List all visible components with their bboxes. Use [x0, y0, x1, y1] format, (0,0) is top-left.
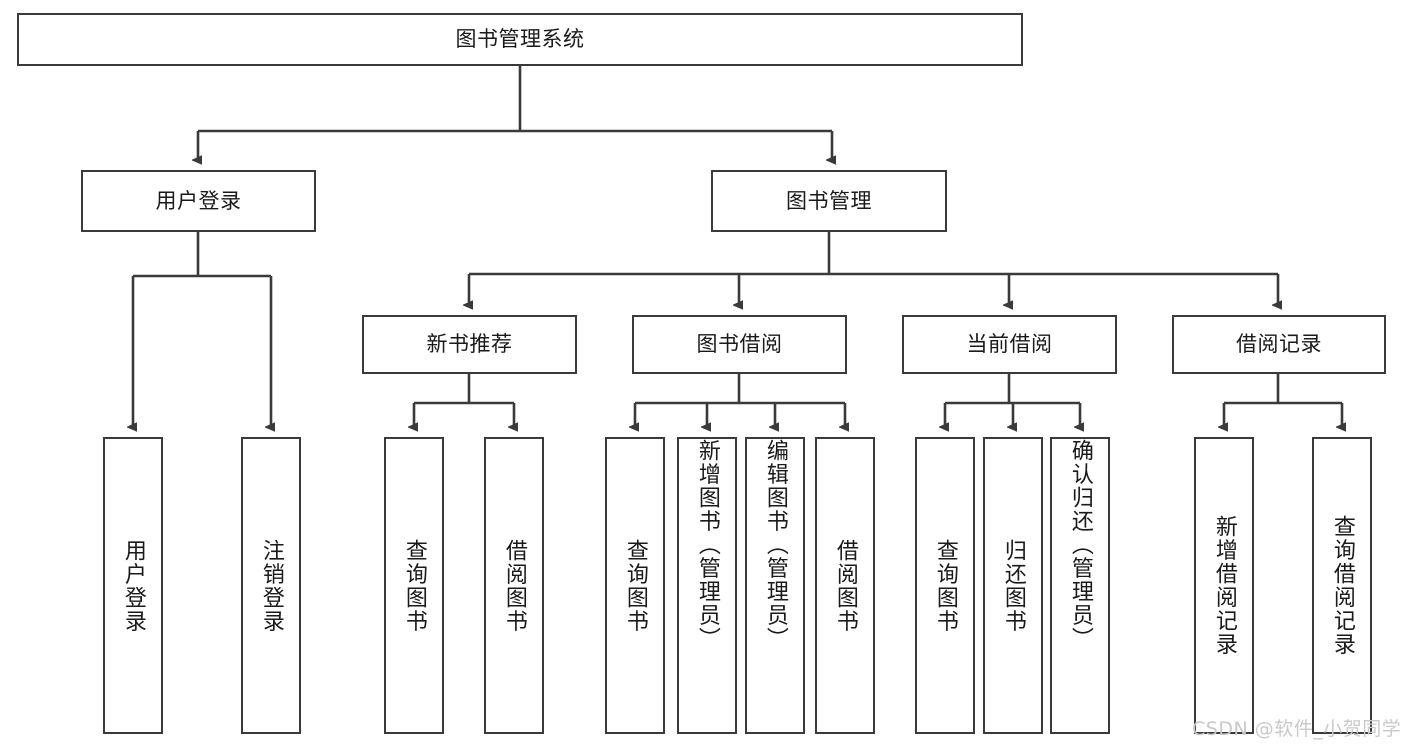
csdn-watermark: CSDN @软件_小贺同学: [1192, 714, 1401, 741]
leaf-borrow-book[interactable]: 借阅图书: [815, 437, 875, 734]
leaf-confirm-return-admin[interactable]: 确认归还（管理员）: [1050, 437, 1110, 734]
node-label: 用户登录: [120, 538, 146, 633]
node-label: 注销登录: [258, 538, 284, 633]
node-label: 查询借阅记录: [1329, 515, 1355, 656]
node-borrow-record[interactable]: 借阅记录: [1172, 315, 1386, 374]
node-label: 编辑图书（管理员）: [762, 439, 788, 651]
leaf-add-book-admin[interactable]: 新增图书（管理员）: [677, 437, 737, 734]
node-root-system[interactable]: 图书管理系统: [17, 13, 1023, 66]
node-book-management[interactable]: 图书管理: [711, 170, 947, 232]
leaf-query-book-recommend[interactable]: 查询图书: [384, 437, 444, 734]
node-label: 借阅记录: [1236, 332, 1322, 356]
node-label: 查询图书: [622, 538, 648, 633]
node-book-borrow[interactable]: 图书借阅: [632, 315, 847, 374]
leaf-logout[interactable]: 注销登录: [241, 437, 301, 734]
node-label: 归还图书: [1000, 538, 1026, 633]
leaf-add-borrow-record[interactable]: 新增借阅记录: [1194, 437, 1254, 734]
node-label: 当前借阅: [966, 332, 1053, 356]
leaf-user-login[interactable]: 用户登录: [103, 437, 163, 734]
node-label: 图书管理系统: [455, 27, 585, 51]
node-label: 确认归还（管理员）: [1067, 439, 1093, 651]
leaf-query-book-borrow[interactable]: 查询图书: [605, 437, 665, 734]
leaf-query-borrow-record[interactable]: 查询借阅记录: [1312, 437, 1372, 734]
leaf-return-book[interactable]: 归还图书: [983, 437, 1043, 734]
node-label: 用户登录: [155, 188, 242, 213]
node-label: 查询图书: [932, 538, 958, 633]
watermark-text: CSDN @软件_小贺同学: [1192, 718, 1402, 740]
leaf-query-book-current[interactable]: 查询图书: [915, 437, 975, 734]
node-label: 图书管理: [786, 188, 872, 213]
leaf-edit-book-admin[interactable]: 编辑图书（管理员）: [745, 437, 805, 734]
node-user-login[interactable]: 用户登录: [81, 170, 316, 232]
node-label: 图书借阅: [696, 332, 783, 356]
node-current-borrow[interactable]: 当前借阅: [902, 315, 1117, 374]
node-label: 新增借阅记录: [1211, 515, 1237, 656]
node-label: 借阅图书: [832, 538, 858, 633]
node-label: 新书推荐: [426, 332, 513, 356]
leaf-borrow-book-recommend[interactable]: 借阅图书: [484, 437, 544, 734]
node-label: 借阅图书: [501, 538, 527, 633]
node-label: 新增图书（管理员）: [694, 439, 720, 651]
node-new-book-recommend[interactable]: 新书推荐: [362, 315, 577, 374]
node-label: 查询图书: [401, 538, 427, 633]
